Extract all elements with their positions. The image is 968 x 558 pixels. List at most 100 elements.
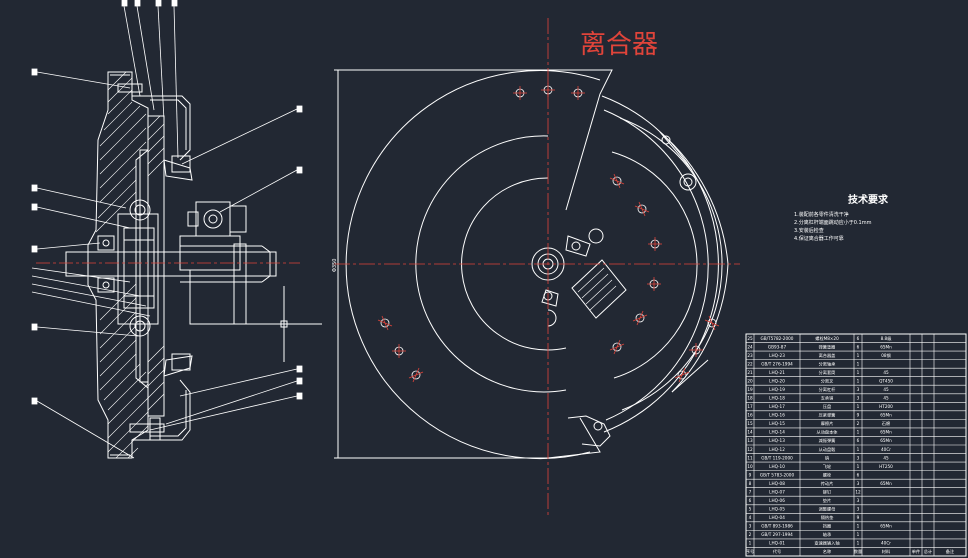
table-cell: 1 [857,524,860,529]
bolt-holes [377,83,720,383]
table-cell: 18 [747,396,753,401]
table-header-cell: 名称 [823,548,831,555]
table-cell: 螺栓 [823,471,832,478]
table-cell: 压紧弹簧 [819,412,836,419]
table-cell: 1 [857,532,860,537]
table-cell: 13 [747,438,753,443]
table-cell: GB/T 893-1986 [761,524,793,529]
table-cell: 65Mn [880,524,892,529]
table-cell: 4 [749,515,752,520]
table-cell: 3 [857,455,860,460]
table-cell: 压盘 [823,403,831,410]
table-cell: 45 [883,455,889,460]
table-cell: 隔热垫 [821,514,834,521]
table-cell: 1 [749,541,752,546]
table-cell: LHQ-13 [769,438,785,443]
tech-requirements: 技术要求 1.装配前各零件清洗干净 2.分离杠杆端面跳动应小于0.1mm 3.安… [794,193,889,242]
table-cell: 21 [747,370,753,375]
table-cell: LHQ-19 [769,387,785,392]
table-header-cell: 单件 [912,548,920,555]
table-cell: 2 [857,421,860,426]
table-cell: LHQ-21 [769,370,785,375]
table-cell: HT250 [879,464,893,469]
table-cell: 23 [747,353,753,358]
table-cell: 铆钉 [823,488,832,495]
table-cell: 1 [857,430,860,435]
diameter-dimension: Φ350 [332,259,338,272]
table-cell: 从动盘毂 [819,446,837,453]
table-cell: 1 [857,370,860,375]
leader-lines [31,0,303,459]
table-cell: 1 [857,404,860,409]
table-cell: LHQ-12 [769,447,785,452]
table-cell: 3 [857,498,860,503]
table-cell: GB/T5782-2000 [761,336,794,341]
table-cell: 3 [857,481,860,486]
table-header-cell: 序号 [746,548,754,555]
table-cell: 分离杠杆 [819,386,837,393]
table-cell: 销 [825,454,829,461]
table-cell: GB/T 5783-2000 [760,472,795,477]
table-cell: 7 [749,489,752,494]
table-cell: 1 [857,447,860,452]
table-cell: GB/T 276-1994 [761,361,793,366]
table-cell: 变速器输入轴 [814,540,839,547]
table-cell: 22 [747,361,753,366]
table-cell: 65Mn [880,438,892,443]
tech-requirements-title: 技术要求 [848,193,889,206]
table-cell: 6 [749,498,752,503]
table-cell: 3 [857,387,860,392]
table-cell: 11 [747,455,753,460]
table-cell: 12 [855,489,861,494]
table-cell: 6 [857,472,860,477]
table-cell: LHQ-10 [769,464,785,469]
table-cell: 24 [747,344,753,349]
table-cell: 12 [747,447,753,452]
table-cell: 65Mn [880,481,892,486]
table-header-cell: 代号 [773,548,781,555]
table-cell: 40Cr [881,541,891,546]
table-cell: 20 [747,378,753,383]
tech-line-1: 1.装配前各零件清洗干净 [794,211,849,218]
drawing-title: 离合器 [580,30,658,60]
table-cell: LHQ-18 [769,396,785,401]
table-cell: 传动片 [821,480,834,487]
table-cell: LHQ-14 [769,430,785,435]
table-cell: 45 [883,396,889,401]
table-cell: LHQ-23 [769,353,785,358]
table-cell: LHQ-07 [769,489,785,494]
table-cell: 9 [857,515,860,520]
table-header-cell: 数量 [854,548,862,555]
front-view [334,69,729,459]
table-cell: 2 [749,532,752,537]
table-cell: 9 [857,413,860,418]
table-cell: 16 [747,413,753,418]
table-cell: 15 [747,421,753,426]
table-header-cell: 总计 [924,548,932,555]
table-cell: 3 [857,396,860,401]
table-cell: HT200 [879,404,893,409]
table-cell: GB/T 297-1994 [761,532,793,537]
table-cell: 1 [857,541,860,546]
table-cell: LHQ-06 [769,498,785,503]
table-cell: 减振弹簧 [819,437,836,444]
table-cell: 17 [747,404,753,409]
table-cell: 9 [749,472,752,477]
table-cell: 19 [747,387,753,392]
tech-line-3: 3.安装后检查 [794,227,824,234]
table-cell: 挡圈 [823,523,831,530]
table-cell: QT450 [879,378,893,383]
table-cell: 调整螺母 [819,506,836,513]
table-cell: 1 [857,378,860,383]
table-cell: 1 [857,353,860,358]
table-cell: 08钢 [881,352,891,359]
tech-line-2: 2.分离杠杆端面跳动应小于0.1mm [794,219,872,226]
table-cell: 弹簧垫圈 [819,343,836,350]
table-cell: 65Mn [880,413,892,418]
table-cell: 螺栓M8×20 [815,335,839,342]
table-cell: 8.8级 [881,335,893,342]
section-view [65,71,322,459]
